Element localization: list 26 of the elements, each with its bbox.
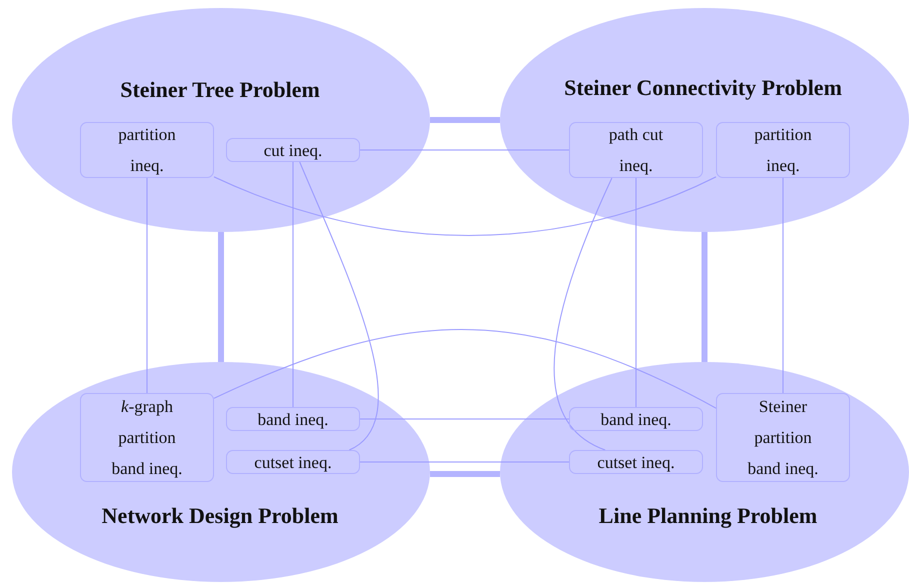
inequality-box: k-graph partition band ineq. [80, 393, 214, 482]
connector-line [554, 178, 612, 450]
connector-line [292, 162, 294, 408]
thick-connector [430, 471, 500, 477]
inequality-box: cut ineq. [226, 138, 360, 162]
inequality-box: band ineq. [569, 407, 703, 431]
problem-title: Line Planning Problem [598, 503, 818, 529]
connector-line [360, 418, 570, 420]
connector-line [299, 162, 378, 450]
inequality-box: path cut ineq. [569, 122, 703, 178]
inequality-box: cutset ineq. [226, 450, 360, 474]
inequality-box: band ineq. [226, 407, 360, 431]
thick-connector [218, 232, 224, 362]
inequality-box: partition ineq. [716, 122, 850, 178]
thick-connector [702, 232, 708, 362]
thick-connector [430, 117, 500, 123]
connector-line [214, 329, 716, 409]
connector-line [146, 178, 148, 394]
connector-line [214, 176, 716, 236]
inequality-box: Steiner partition band ineq. [716, 393, 850, 482]
problem-title: Network Design Problem [102, 503, 338, 529]
problem-title: Steiner Tree Problem [120, 77, 320, 103]
inequality-box: partition ineq. [80, 122, 214, 178]
connector-line [782, 178, 784, 394]
inequality-box: cutset ineq. [569, 450, 703, 474]
problem-title: Steiner Connectivity Problem [564, 75, 842, 101]
